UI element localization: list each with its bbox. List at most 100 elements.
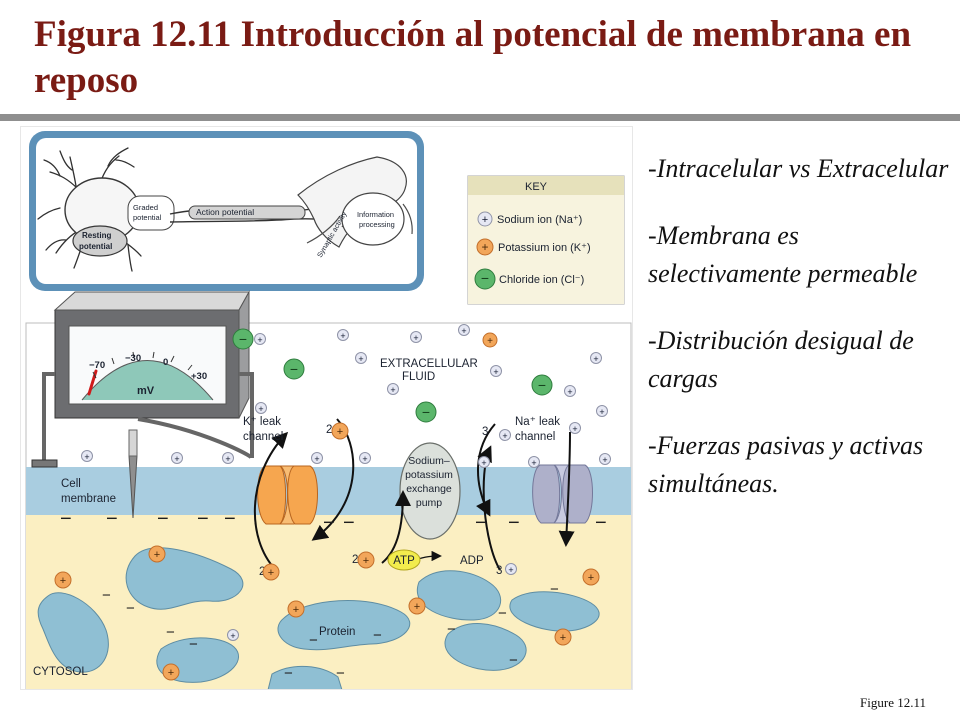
sodium-ion: + — [569, 422, 581, 434]
svg-text:+: + — [588, 572, 594, 584]
potassium-ion: + — [262, 563, 280, 581]
sodium-ion: + — [359, 452, 371, 464]
svg-text:+: + — [502, 431, 507, 441]
cytosol-negative-charge: − — [550, 581, 559, 598]
na-leak-arrow — [558, 431, 575, 547]
cytosol-negative-charge: − — [166, 624, 175, 641]
potassium-ion: + — [357, 551, 375, 569]
chloride-ions: − − − − — [232, 328, 553, 423]
pump-count-2-bottom: 2 — [352, 554, 358, 566]
svg-text:+: + — [363, 555, 369, 567]
svg-text:+: + — [508, 565, 513, 575]
protein-shape — [267, 665, 343, 690]
membrane-negative-charge: − — [157, 508, 169, 530]
svg-text:+: + — [602, 455, 607, 465]
cytosol-negative-charge: − — [509, 652, 518, 669]
svg-text:+: + — [390, 385, 395, 395]
membrane-negative-charge: − — [60, 508, 72, 530]
svg-text:+: + — [154, 549, 160, 561]
atp-label: ATP — [393, 555, 415, 567]
ion-key: KEY + Sodium ion (Na⁺) + Potassium ion (… — [467, 175, 625, 305]
sodium-ion: + — [410, 331, 422, 343]
bullet-passive-active-forces: -Fuerzas pasivas y activas simultáneas. — [648, 431, 924, 498]
resting-potential-label-1: Resting — [82, 231, 111, 240]
sodium-ion: + — [311, 452, 323, 464]
svg-text:+: + — [362, 454, 367, 464]
sodium-ion: + — [564, 385, 576, 397]
sodium-ion: + — [222, 452, 234, 464]
sodium-ion: + — [590, 352, 602, 364]
pump-count-3-top: 3 — [482, 426, 488, 438]
svg-text:+: + — [257, 335, 262, 345]
svg-text:+: + — [481, 458, 486, 468]
resting-potential-zone — [72, 225, 128, 257]
cytosol-negative-charge: − — [284, 665, 293, 682]
potassium-key-label: Potassium ion (K⁺) — [498, 242, 591, 254]
voltmeter-side — [238, 290, 250, 419]
information-processing-zone — [341, 192, 405, 246]
membrane-negative-charges: − − − − − − − − − − — [60, 508, 607, 534]
extracellular-label-1: EXTRACELLULAR — [380, 358, 478, 370]
k-count-2-top: 2 — [326, 424, 332, 436]
slide-bullets: -Intracelular vs Extracelular -Membrana … — [648, 150, 953, 532]
membrane-negative-charge: − — [106, 508, 118, 530]
sodium-ion: + — [596, 405, 608, 417]
bullet-unequal-charge-distribution: -Distribución desigual de cargas — [648, 326, 914, 393]
svg-text:−: − — [290, 361, 298, 377]
protein-shape — [509, 591, 600, 632]
na-leak-label-2: channel — [515, 431, 555, 443]
neuron-panel: Graded potential Action potential Restin… — [29, 131, 424, 291]
potassium-key-icon — [476, 238, 494, 256]
svg-text:+: + — [560, 632, 566, 644]
action-potential-zone — [188, 205, 306, 220]
cytosol-negative-charge: − — [126, 600, 135, 617]
svg-text:−: − — [422, 404, 430, 420]
membrane-negative-charge: − — [475, 512, 487, 534]
chloride-ion: − — [531, 374, 553, 396]
svg-text:+: + — [414, 601, 420, 613]
potassium-ion: + — [162, 663, 180, 681]
sodium-key-icon — [477, 211, 493, 227]
cell-membrane-label-2: membrane — [61, 493, 116, 505]
protein-shape — [277, 600, 411, 651]
graded-potential-label-2: potential — [133, 213, 162, 222]
svg-text:+: + — [531, 458, 536, 468]
cytosol-negative-charge: − — [447, 621, 456, 638]
svg-text:+: + — [225, 454, 230, 464]
membrane-panel: −70 −30 0 +30 mV Sodium– potassium excha… — [25, 290, 632, 690]
chloride-ion: − — [283, 358, 305, 380]
bullet-intracellular-extracellular: -Intracelular vs Extracelular — [648, 154, 949, 183]
protein-label: Protein — [319, 626, 355, 638]
action-potential-label: Action potential — [196, 207, 254, 217]
sodium-ion: + — [254, 333, 266, 345]
sodium-ion: + — [528, 456, 540, 468]
svg-text:+: + — [493, 367, 498, 377]
key-body — [468, 195, 624, 304]
protein-shape — [37, 592, 109, 673]
meter-minus-70: −70 — [89, 360, 105, 371]
sodium-key-label: Sodium ion (Na⁺) — [497, 214, 582, 226]
svg-text:+: + — [340, 331, 345, 341]
potassium-ion: + — [408, 597, 426, 615]
cytosol-negative-charge: − — [336, 665, 345, 682]
pump-label-4: pump — [416, 497, 442, 509]
svg-text:+: + — [599, 407, 604, 417]
graded-potential-label-1: Graded — [133, 203, 158, 212]
pump-label-1: Sodium– — [408, 455, 450, 467]
pump-label-2: potassium — [405, 469, 453, 481]
svg-text:−: − — [538, 377, 546, 393]
sodium-ion: + — [499, 429, 511, 441]
cytosol-negative-charge: − — [373, 627, 382, 644]
sodium-ions: + + + + + + + + + + + + + + + + + + + + … — [81, 324, 611, 641]
potassium-ions: + + + + + + + + + + + — [54, 332, 600, 681]
potassium-ion: + — [482, 332, 498, 348]
sodium-ion: + — [337, 329, 349, 341]
k-leak-channel — [257, 465, 318, 525]
na-leak-channel — [532, 464, 593, 524]
protein-shape — [125, 547, 244, 610]
svg-text:+: + — [258, 404, 263, 414]
k-pump-arrow — [253, 431, 289, 570]
svg-text:+: + — [337, 426, 343, 438]
membrane-negative-charge: − — [323, 512, 335, 534]
voltmeter-top — [53, 291, 250, 311]
